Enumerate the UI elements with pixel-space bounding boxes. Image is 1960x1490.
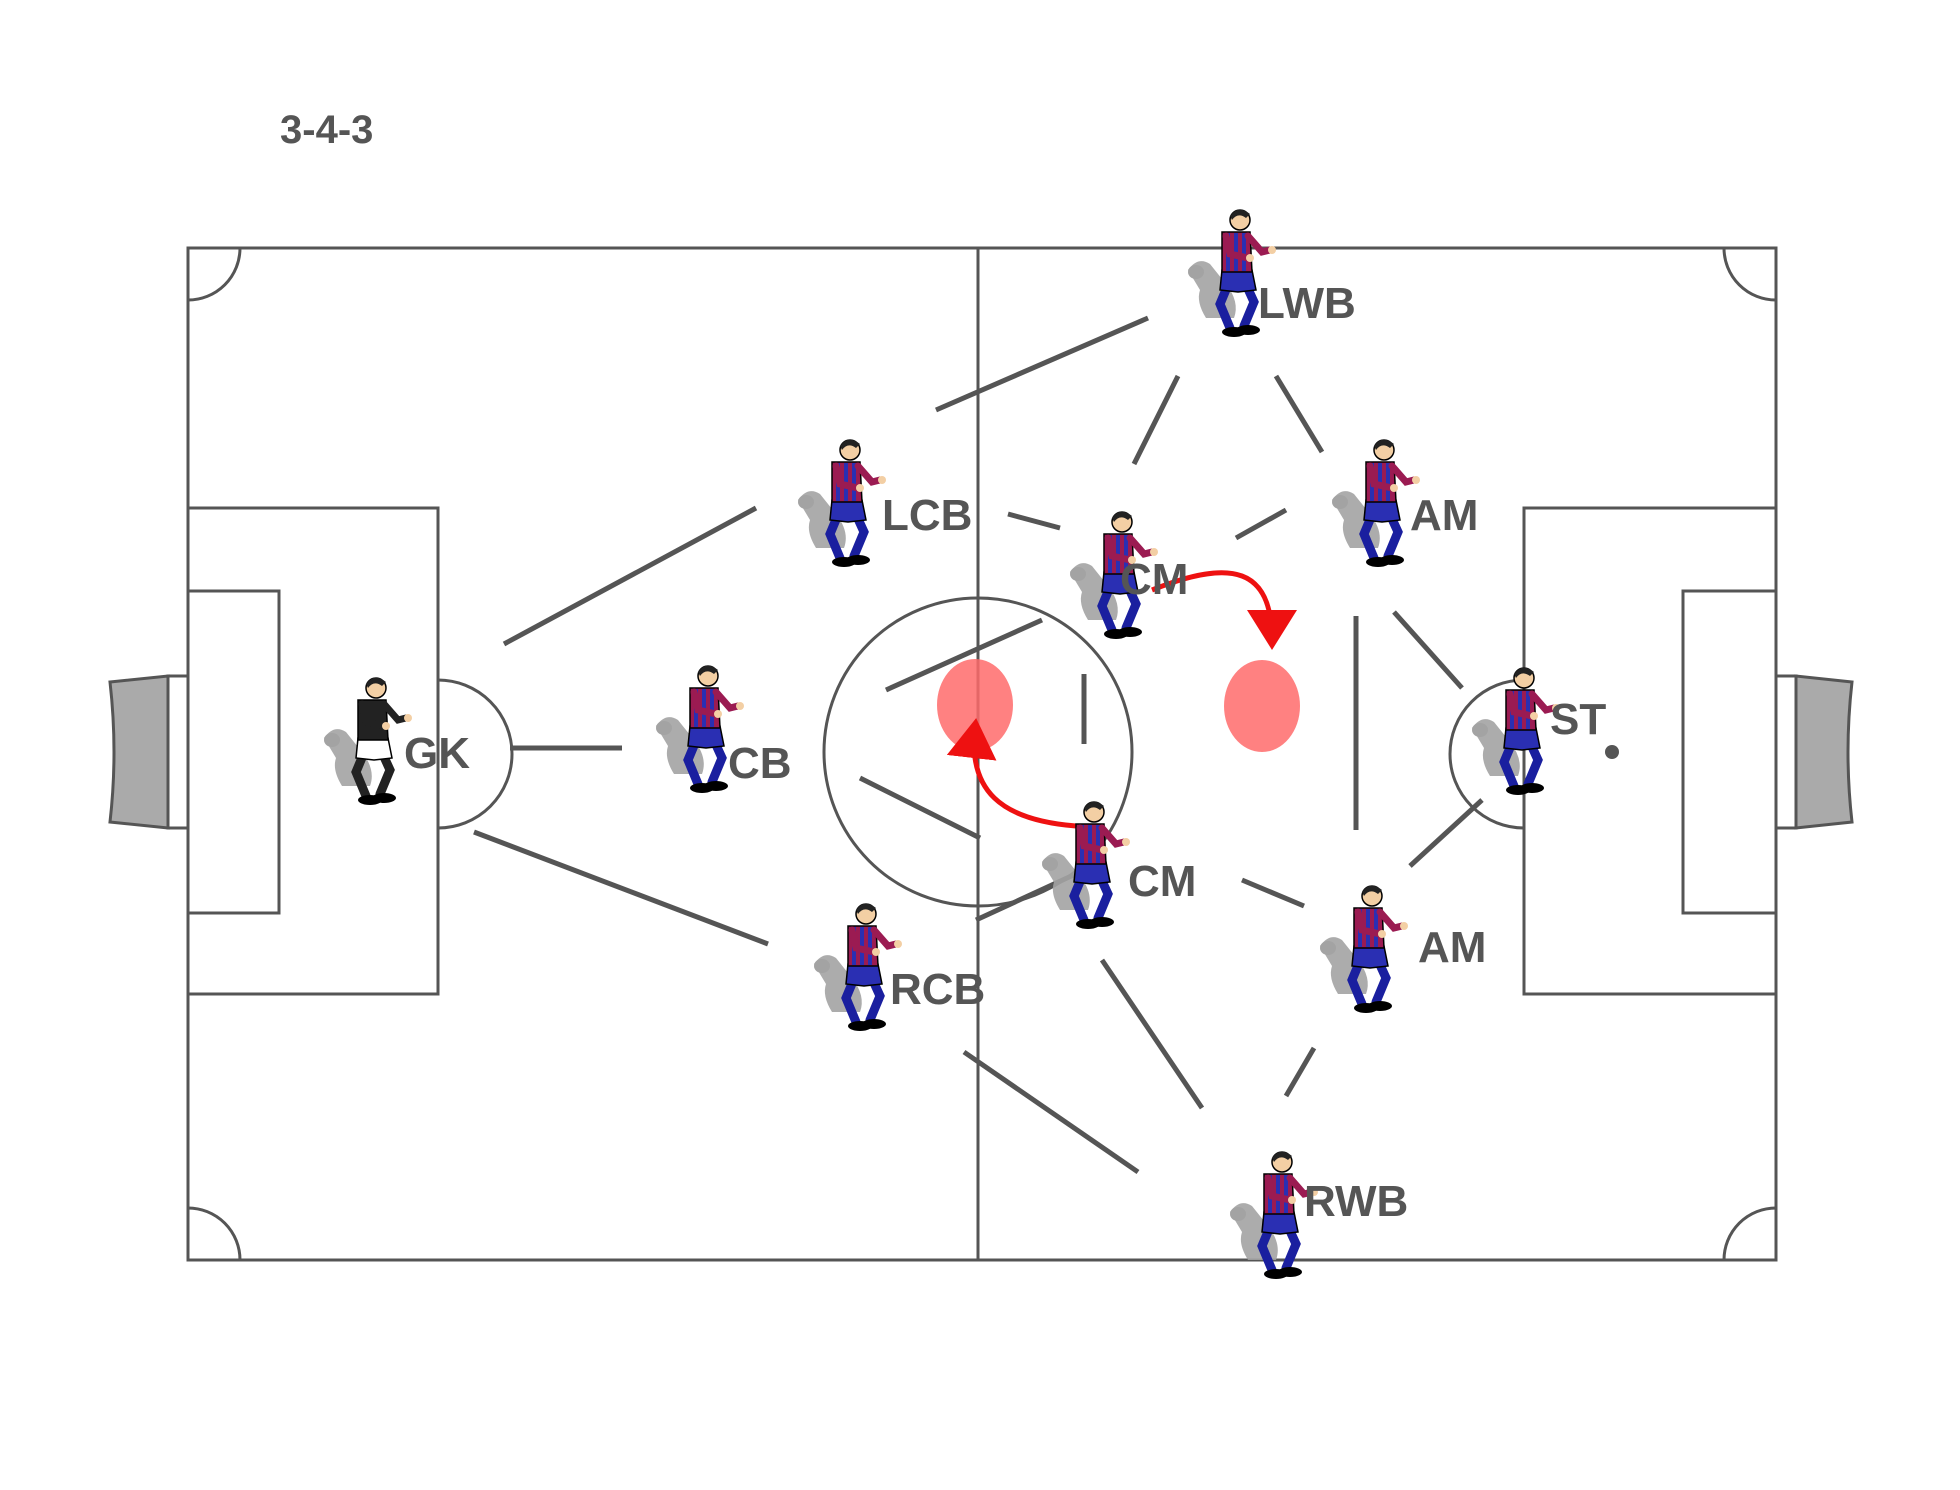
- players-layer: GK CB LCB RCB LWB CM CM AM AM RWB ST: [324, 209, 1606, 1279]
- player-label: AM: [1410, 491, 1478, 540]
- player-figure-icon: [1320, 885, 1408, 1013]
- player-label: CM: [1128, 857, 1196, 906]
- run-arrow-cm-to-zone-right: [1151, 570, 1297, 650]
- run-arrow-cm-to-zone-left: [946, 718, 1077, 829]
- player-figure-icon: [1472, 667, 1560, 795]
- player-label: LCB: [882, 491, 972, 540]
- right-penalty-arc: [1448, 678, 1525, 830]
- connection-line: [1099, 958, 1205, 1110]
- player-am2: AM: [1320, 885, 1486, 1013]
- player-figure-icon: [798, 439, 886, 567]
- player-figure-icon: [656, 665, 744, 793]
- player-label: ST: [1550, 695, 1606, 744]
- player-label: GK: [404, 729, 470, 778]
- formation-title: 3-4-3: [280, 108, 374, 152]
- player-cm1: CM: [1070, 511, 1188, 639]
- left-penalty-arc: [437, 678, 514, 830]
- player-figure-icon: [1188, 209, 1276, 337]
- movement-arrows: [946, 570, 1297, 829]
- player-label: AM: [1418, 923, 1486, 972]
- player-label: CM: [1120, 555, 1188, 604]
- connection-line: [502, 505, 758, 647]
- player-connections: [473, 315, 1484, 1175]
- player-label: CB: [728, 739, 792, 788]
- connection-line: [1131, 374, 1181, 466]
- player-figure-icon: [1042, 801, 1130, 929]
- player-rwb: RWB: [1230, 1151, 1408, 1279]
- connection-line: [473, 829, 769, 947]
- left-six-yard-box: [186, 589, 281, 915]
- corner-arc-bottom-left: [187, 1206, 242, 1261]
- player-figure-icon: [1070, 511, 1158, 639]
- connection-line: [884, 617, 1044, 693]
- left-goal: [108, 674, 190, 830]
- corner-arc-top-right: [1722, 247, 1777, 302]
- player-figure-icon: [814, 903, 902, 1031]
- connection-line: [935, 315, 1149, 413]
- player-am1: AM: [1332, 439, 1478, 567]
- player-cb: CB: [656, 665, 792, 793]
- right-goal: [1774, 674, 1854, 830]
- corner-arc-top-left: [187, 247, 242, 302]
- connection-line: [1234, 507, 1288, 541]
- player-gk: GK: [324, 677, 470, 805]
- player-label: RCB: [890, 965, 985, 1014]
- connection-line: [1408, 798, 1484, 868]
- player-st: ST: [1472, 667, 1606, 795]
- right-penalty-spot: [1605, 745, 1619, 759]
- player-lcb: LCB: [798, 439, 972, 567]
- connection-line: [858, 775, 982, 841]
- player-lwb: LWB: [1188, 209, 1356, 337]
- player-figure-icon: [1230, 1151, 1318, 1279]
- player-figure-icon: [1332, 439, 1420, 567]
- right-six-yard-box: [1681, 589, 1778, 915]
- connection-line: [1392, 610, 1464, 690]
- player-cm2: CM: [1042, 801, 1196, 929]
- center-circle: [822, 596, 1134, 908]
- corner-arc-bottom-right: [1722, 1206, 1777, 1261]
- connection-line: [1007, 511, 1061, 531]
- highlight-zone-right: [1224, 660, 1300, 752]
- connection-line: [962, 1049, 1140, 1175]
- right-penalty-box: [1522, 506, 1778, 996]
- connection-line: [1273, 374, 1325, 454]
- player-label: LWB: [1258, 279, 1356, 328]
- goalkeeper-figure-icon: [324, 677, 412, 805]
- left-penalty-box: [186, 506, 440, 996]
- player-label: RWB: [1304, 1177, 1408, 1226]
- connection-line: [1283, 1046, 1317, 1098]
- connection-line: [1241, 877, 1305, 909]
- player-rcb: RCB: [814, 903, 985, 1031]
